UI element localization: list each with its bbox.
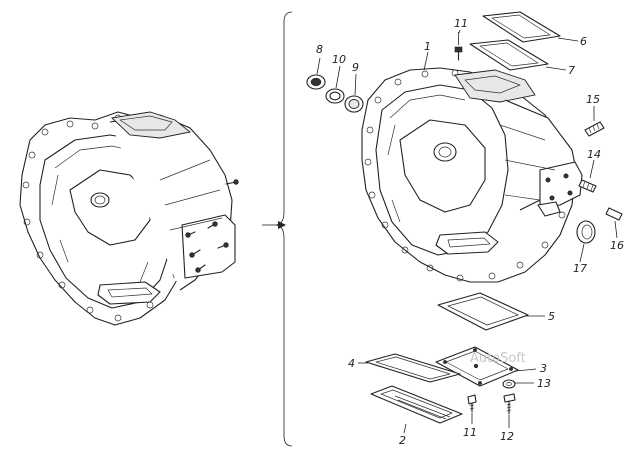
callout-9: 9 bbox=[352, 61, 359, 74]
exploded-view-bracket bbox=[275, 11, 293, 447]
seal-part-8 bbox=[306, 57, 326, 90]
gasket-part-5 bbox=[437, 292, 545, 331]
leader-part-11-top bbox=[458, 29, 461, 34]
assembled-housing-drawing bbox=[19, 111, 239, 326]
pin-part-16 bbox=[605, 207, 623, 239]
callout-13: 13 bbox=[537, 377, 551, 390]
callout-10: 10 bbox=[332, 53, 346, 66]
callout-labels: 1 11 6 7 8 10 9 15 14 16 17 5 4 3 13 2 1… bbox=[316, 17, 624, 447]
bolt-part-12 bbox=[503, 393, 516, 428]
gasket-part-6 bbox=[482, 11, 579, 43]
housing-part-1 bbox=[361, 67, 583, 283]
gasket-part-4 bbox=[358, 353, 461, 383]
washer-part-13 bbox=[502, 379, 534, 389]
callout-3: 3 bbox=[540, 362, 547, 375]
seal-part-9 bbox=[344, 73, 364, 113]
callout-2: 2 bbox=[399, 434, 406, 447]
bolt-part-11-top bbox=[454, 32, 463, 61]
assembly-arrow bbox=[262, 221, 286, 229]
callout-1: 1 bbox=[424, 40, 431, 53]
stud-part-14 bbox=[578, 159, 597, 193]
callout-17: 17 bbox=[573, 262, 587, 275]
callout-16: 16 bbox=[610, 239, 624, 252]
callout-8: 8 bbox=[316, 43, 323, 56]
plug-part-17 bbox=[576, 220, 596, 263]
callout-12: 12 bbox=[500, 430, 514, 443]
callout-14: 14 bbox=[587, 148, 601, 161]
stud-part-15 bbox=[584, 106, 605, 137]
callout-11-bottom: 11 bbox=[463, 426, 477, 439]
callout-5: 5 bbox=[548, 310, 555, 323]
callout-4: 4 bbox=[348, 357, 355, 370]
cover-part-3 bbox=[435, 346, 537, 387]
callout-11-top: 11 bbox=[454, 17, 468, 30]
seal-part-10 bbox=[325, 65, 345, 104]
bolt-part-11-bottom bbox=[467, 394, 477, 424]
cover-part-2 bbox=[370, 385, 463, 434]
callout-7: 7 bbox=[568, 64, 575, 77]
leader-part-1 bbox=[423, 51, 429, 71]
callout-6: 6 bbox=[580, 35, 587, 48]
watermark: AutoSoft bbox=[470, 351, 526, 366]
callout-15: 15 bbox=[586, 93, 600, 106]
cover-plate-part-7 bbox=[469, 39, 567, 71]
